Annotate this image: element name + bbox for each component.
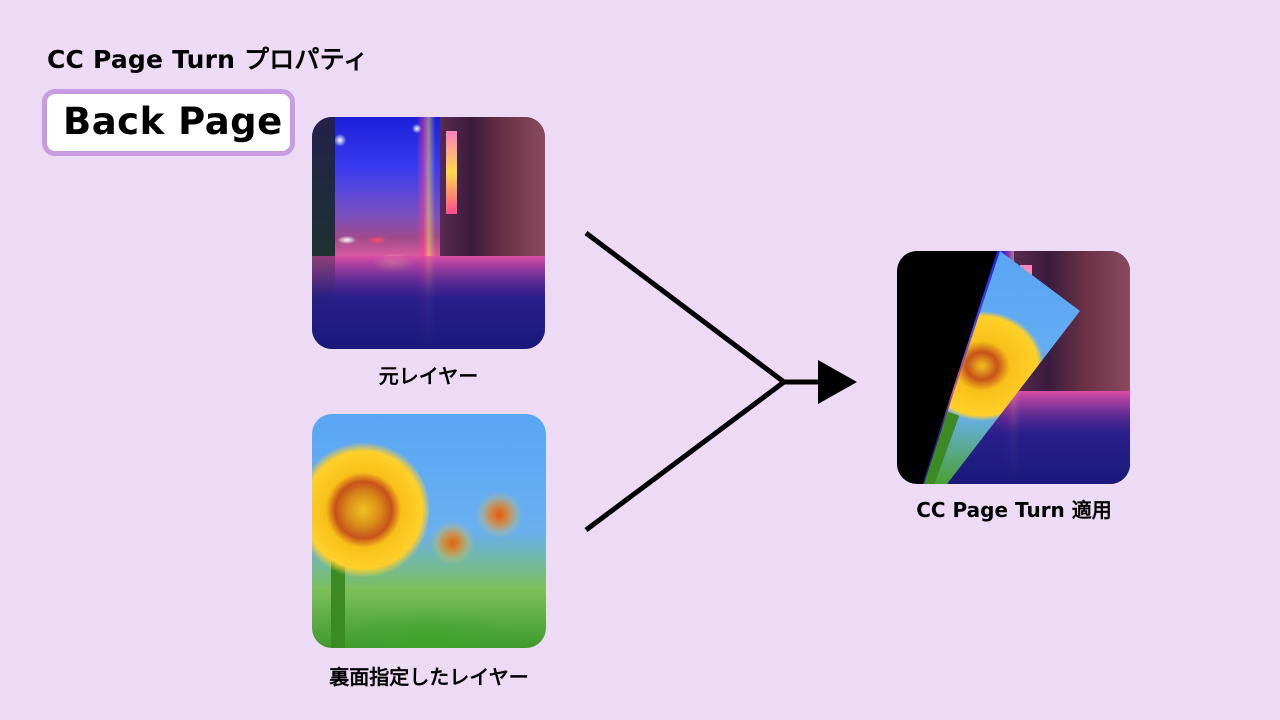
original-layer-image: [312, 117, 545, 349]
page-title: CC Page Turn プロパティ: [47, 45, 369, 74]
back-page-layer-image: [312, 414, 546, 648]
page-turn-result-image: [897, 251, 1130, 484]
back-page-property-badge: Back Page: [42, 89, 295, 156]
result-label: CC Page Turn 適用: [916, 498, 1112, 522]
back-page-label: Back Page: [63, 100, 283, 143]
original-layer-label: 元レイヤー: [378, 364, 479, 388]
arrow-right-icon: [818, 360, 857, 404]
back-page-layer-label: 裏面指定したレイヤー: [329, 665, 529, 689]
